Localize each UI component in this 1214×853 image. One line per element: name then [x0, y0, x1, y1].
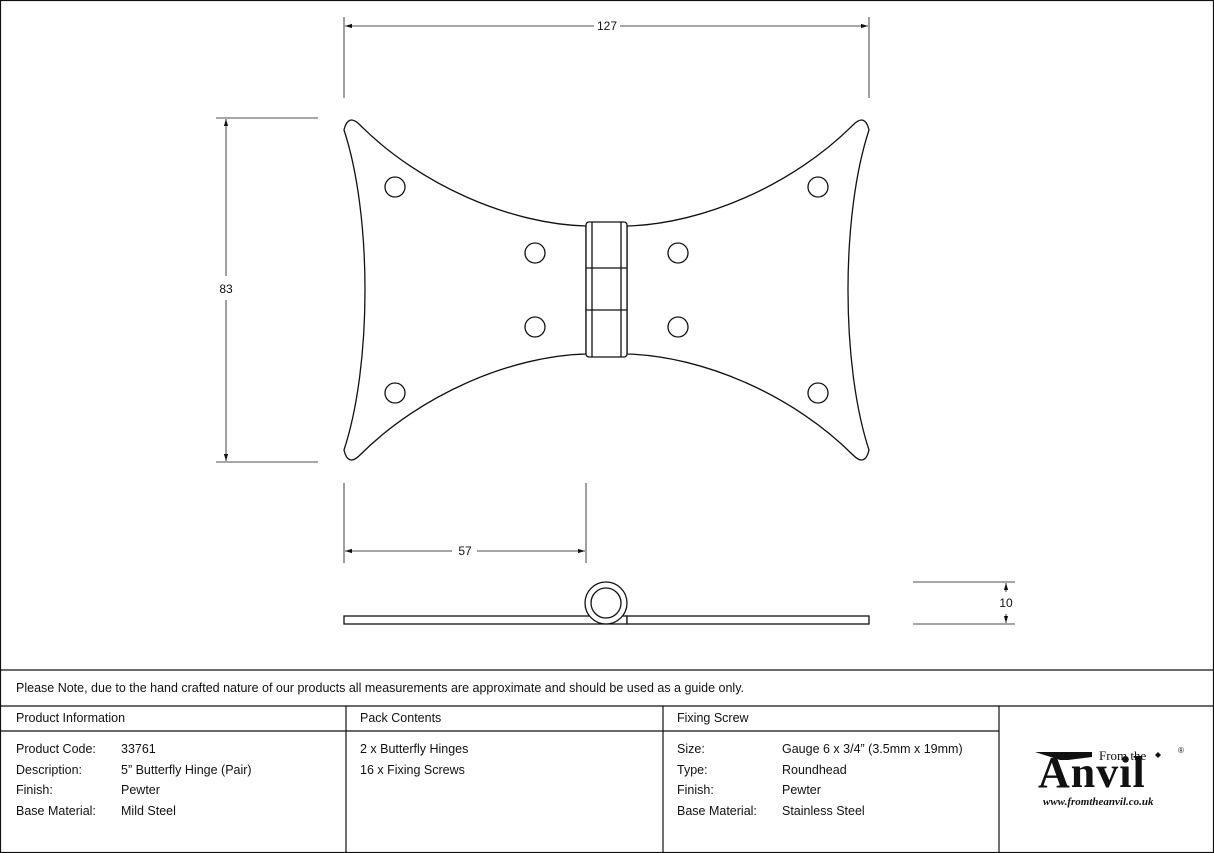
screw-finish-value: Pewter	[782, 783, 821, 797]
product-code-label: Product Code:	[16, 742, 96, 756]
screw-hole	[667, 316, 689, 338]
disclaimer-note: Please Note, due to the hand crafted nat…	[16, 681, 745, 695]
base-material-value: Mild Steel	[121, 804, 176, 818]
thickness-dimension	[913, 581, 1015, 625]
screw-hole	[384, 382, 406, 404]
product-info-heading: Product Information	[16, 711, 126, 725]
screw-size-value: Gauge 6 x 3/4” (3.5mm x 19mm)	[782, 742, 963, 756]
leaf-dimension	[343, 483, 587, 563]
description-label: Description:	[16, 763, 82, 777]
description-value: 5” Butterfly Hinge (Pair)	[121, 763, 252, 777]
finish-label: Finish:	[16, 783, 53, 797]
width-dimension-label: 127	[597, 19, 617, 33]
screw-hole	[384, 176, 406, 198]
pack-contents-heading: Pack Contents	[360, 711, 442, 725]
screw-type-label: Type:	[677, 763, 708, 777]
logo-url: www.fromtheanvil.co.uk	[1043, 796, 1154, 808]
screw-hole	[524, 242, 546, 264]
base-material-label: Base Material:	[16, 804, 96, 818]
logo-brand-name: Anvil	[1038, 748, 1146, 797]
screw-material-value: Stainless Steel	[782, 804, 865, 818]
thickness-dimension-label: 10	[999, 596, 1013, 610]
logo-registered-mark: ®	[1178, 746, 1184, 755]
width-dimension	[343, 17, 870, 98]
fixing-screw-heading: Fixing Screw	[677, 711, 749, 725]
height-dimension	[216, 117, 318, 463]
finish-value: Pewter	[121, 783, 160, 797]
screw-material-label: Base Material:	[677, 804, 757, 818]
screw-finish-label: Finish:	[677, 783, 714, 797]
leaf-dimension-label: 57	[458, 544, 472, 558]
product-code-value: 33761	[121, 742, 156, 756]
screw-size-label: Size:	[677, 742, 705, 756]
screw-type-value: Roundhead	[782, 763, 847, 777]
screw-holes	[384, 176, 829, 404]
pack-item: 2 x Butterfly Hinges	[360, 742, 469, 756]
screw-hole	[807, 382, 829, 404]
screw-hole	[667, 242, 689, 264]
hinge-side-view	[343, 581, 870, 625]
hinge-front-view	[343, 119, 870, 461]
pack-item: 16 x Fixing Screws	[360, 763, 465, 777]
anvil-logo-mark	[1035, 752, 1161, 760]
screw-hole	[524, 316, 546, 338]
logo-from-the: From the	[1099, 748, 1147, 763]
screw-hole	[807, 176, 829, 198]
height-dimension-label: 83	[219, 282, 233, 296]
